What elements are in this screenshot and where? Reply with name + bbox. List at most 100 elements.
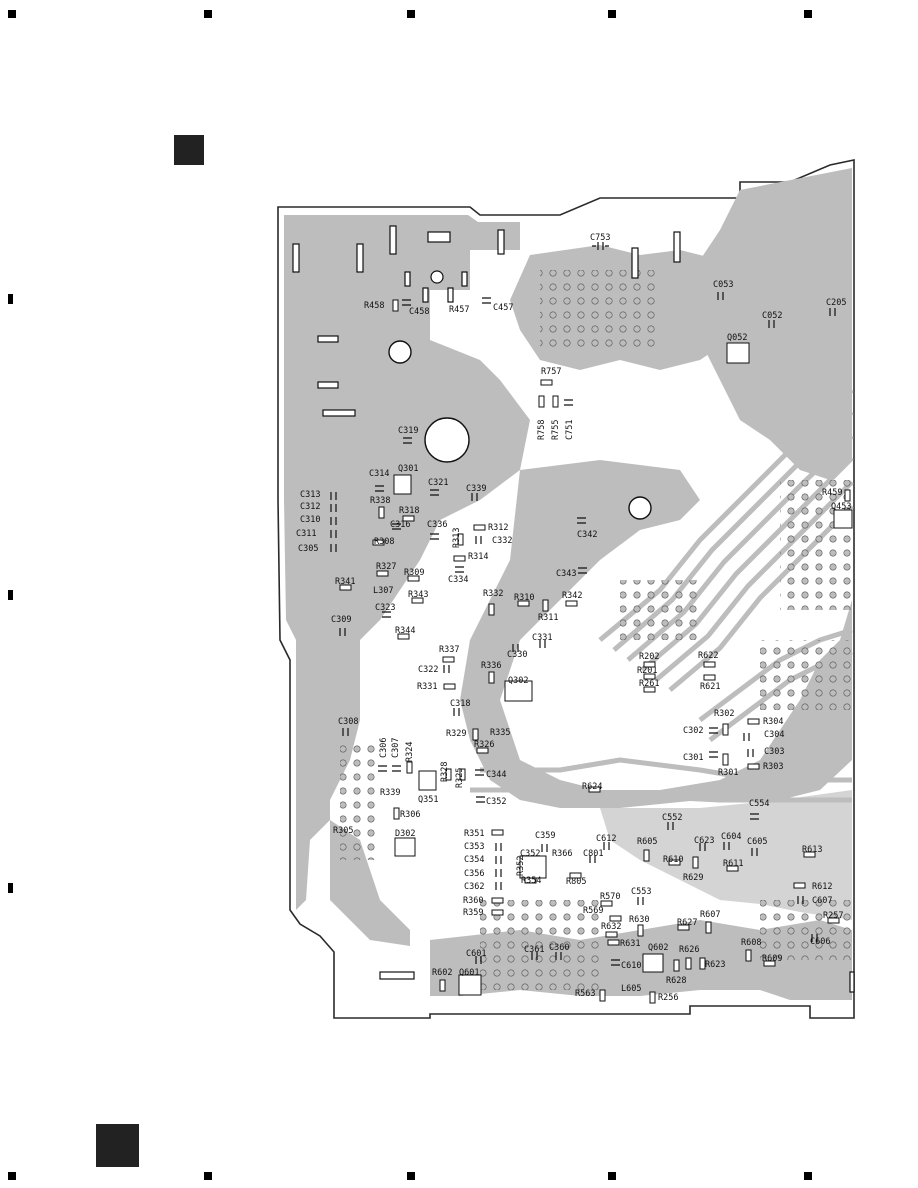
label-r325: R325 xyxy=(455,768,465,788)
label-c314: C314 xyxy=(369,469,389,479)
label-c610: C610 xyxy=(621,961,641,971)
label-c308: C308 xyxy=(338,717,358,727)
label-c751: C751 xyxy=(565,420,575,440)
label-c623: C623 xyxy=(694,836,714,846)
label-r308: R308 xyxy=(374,537,394,547)
label-c205: C205 xyxy=(826,298,846,308)
label-r341: R341 xyxy=(335,577,355,587)
label-q301: Q301 xyxy=(398,464,418,474)
label-c312: C312 xyxy=(300,502,320,512)
side-mark-2 xyxy=(8,590,13,600)
label-r622: R622 xyxy=(698,651,718,661)
label-c353: C353 xyxy=(464,842,484,852)
label-r805: R805 xyxy=(566,877,586,887)
label-c306: C306 xyxy=(379,738,389,758)
label-c801: C801 xyxy=(583,849,603,859)
label-r366: R366 xyxy=(552,849,572,859)
label-r342: R342 xyxy=(562,591,582,601)
pad-array-center xyxy=(620,580,700,640)
silkscreen-labels: C753 C053 C205 R458 C458 R457 C457 C052 … xyxy=(296,233,851,1003)
label-c331: C331 xyxy=(532,633,552,643)
label-r304: R304 xyxy=(763,717,783,727)
label-r630: R630 xyxy=(629,915,649,925)
label-d302: D302 xyxy=(395,829,415,839)
label-r360: R360 xyxy=(463,896,483,906)
label-r569: R569 xyxy=(583,906,603,916)
label-c553: C553 xyxy=(631,887,651,897)
label-r324: R324 xyxy=(405,742,415,762)
label-r257: R257 xyxy=(823,911,843,921)
label-c318: C318 xyxy=(450,699,470,709)
registration-mark-top-2 xyxy=(204,10,212,18)
label-c352b: C352 xyxy=(520,849,540,859)
label-r626: R626 xyxy=(679,945,699,955)
label-c336: C336 xyxy=(427,520,447,530)
label-q052: Q052 xyxy=(727,333,747,343)
label-r632: R632 xyxy=(601,922,621,932)
label-c310: C310 xyxy=(300,515,320,525)
label-c552: C552 xyxy=(662,813,682,823)
label-c359: C359 xyxy=(535,831,555,841)
label-r459: R459 xyxy=(822,488,842,498)
label-r631: R631 xyxy=(620,939,640,949)
registration-mark-bottom-2 xyxy=(204,1172,212,1180)
label-c313: C313 xyxy=(300,490,320,500)
label-c301: C301 xyxy=(683,753,703,763)
label-l605: L605 xyxy=(621,984,641,994)
mounting-hole-small xyxy=(430,270,444,284)
mounting-hole-right xyxy=(628,496,652,520)
label-r313: R313 xyxy=(452,528,462,548)
label-r757: R757 xyxy=(541,367,561,377)
registration-mark-bottom-5 xyxy=(804,1172,812,1180)
label-r354: R354 xyxy=(521,876,541,886)
label-c361: C361 xyxy=(524,945,544,955)
label-r628: R628 xyxy=(666,976,686,986)
label-r610: R610 xyxy=(663,855,683,865)
label-c458: C458 xyxy=(409,307,429,317)
label-r202: R202 xyxy=(639,652,659,662)
label-r602: R602 xyxy=(432,968,452,978)
label-r570: R570 xyxy=(600,892,620,902)
pad-array-right xyxy=(780,480,852,610)
label-q453: Q453 xyxy=(831,502,851,512)
label-c307: C307 xyxy=(391,738,401,758)
label-c304: C304 xyxy=(764,730,784,740)
label-r303: R303 xyxy=(763,762,783,772)
label-r339: R339 xyxy=(380,788,400,798)
label-c321: C321 xyxy=(428,478,448,488)
label-c554: C554 xyxy=(749,799,769,809)
label-c612: C612 xyxy=(596,834,616,844)
pad-array-top-center xyxy=(540,270,660,350)
label-c342: C342 xyxy=(577,530,597,540)
capacitor-symbols xyxy=(330,242,836,966)
label-c604: C604 xyxy=(721,832,741,842)
label-c319: C319 xyxy=(398,426,418,436)
label-c309: C309 xyxy=(331,615,351,625)
label-r605: R605 xyxy=(637,837,657,847)
label-r338: R338 xyxy=(370,496,390,506)
label-r310: R310 xyxy=(514,593,534,603)
mounting-hole-large xyxy=(424,417,470,463)
label-r609: R609 xyxy=(762,954,782,964)
pad-array-right-mid xyxy=(760,640,852,710)
label-l307: L307 xyxy=(373,586,393,596)
registration-mark-top-3 xyxy=(407,10,415,18)
label-c356: C356 xyxy=(464,869,484,879)
resistor-bodies xyxy=(339,299,851,1004)
label-r311: R311 xyxy=(538,613,558,623)
label-q602: Q602 xyxy=(648,943,668,953)
copper-pour-lower-right xyxy=(600,790,852,920)
label-c311: C311 xyxy=(296,529,316,539)
label-q302: Q302 xyxy=(508,676,528,686)
label-c302: C302 xyxy=(683,726,703,736)
mounting-hole-left xyxy=(388,340,412,364)
label-c322: C322 xyxy=(418,665,438,675)
label-r611: R611 xyxy=(723,859,743,869)
label-c607: C607 xyxy=(812,896,832,906)
page-corner-block xyxy=(96,1124,139,1167)
label-r352: R352 xyxy=(516,856,526,876)
label-r329: R329 xyxy=(446,729,466,739)
label-c323: C323 xyxy=(375,603,395,613)
label-r335: R335 xyxy=(490,728,510,738)
